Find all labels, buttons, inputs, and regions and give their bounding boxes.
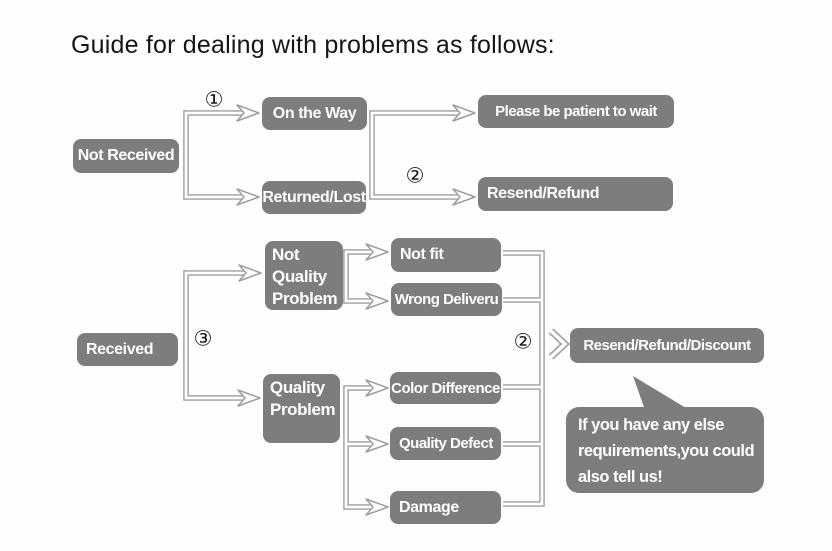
node-resend-refund: Resend/Refund	[478, 177, 673, 211]
node-not-quality-problem: Not Quality Problem	[265, 241, 343, 310]
arrowhead-to-please-wait	[452, 104, 476, 122]
arrowhead-to-not-quality-problem	[238, 264, 262, 282]
node-damage: Damage	[390, 491, 501, 524]
step-number-2-bottom: ②	[513, 330, 533, 354]
speech-bubble-tail	[633, 376, 686, 410]
bubble-line: also tell us!	[578, 468, 663, 486]
node-color-difference: Color Difference	[390, 372, 501, 404]
arrowhead-to-not-fit	[365, 243, 389, 261]
node-returned-lost: Returned/Lost	[262, 181, 366, 214]
arrowhead-to-on-the-way	[236, 104, 260, 122]
node-line: Problem	[272, 289, 338, 308]
node-line: Problem	[270, 400, 336, 419]
arrowhead-to-damage	[365, 498, 389, 516]
node-quality-defect: Quality Defect	[390, 427, 501, 460]
step-number-2-top: ②	[405, 164, 425, 188]
arrowhead-to-wrong-deliveru	[365, 292, 389, 310]
node-line: Quality	[270, 378, 325, 397]
node-line: Quality	[272, 267, 327, 286]
node-resend-refund-discount: Resend/Refund/Discount	[570, 328, 764, 363]
node-received: Received	[77, 333, 178, 366]
arrowhead-to-quality-defect	[365, 435, 389, 453]
node-please-wait: Please be patient to wait	[478, 95, 674, 128]
node-not-received: Not Received	[73, 139, 179, 173]
arrowhead-to-quality-problem	[237, 389, 261, 407]
speech-bubble: If you have any else requirements,you co…	[566, 407, 764, 493]
step-number-1: ①	[204, 88, 224, 112]
node-on-the-way: On the Way	[262, 97, 367, 130]
bubble-line: If you have any else	[578, 416, 724, 434]
node-quality-problem: Quality Problem	[263, 374, 340, 443]
arrowhead-to-color-difference	[365, 379, 389, 397]
node-not-fit: Not fit	[391, 238, 501, 272]
step-number-3: ③	[193, 327, 213, 351]
arrowhead-to-returned-lost	[236, 188, 260, 206]
node-wrong-deliveru: Wrong Deliveru	[391, 283, 502, 316]
chevron-right-icon-core	[549, 329, 568, 359]
page-title: Guide for dealing with problems as follo…	[71, 31, 555, 59]
bubble-line: requirements,you could	[578, 442, 755, 460]
node-line: Not	[272, 245, 300, 264]
arrowhead-to-resend-refund	[452, 188, 476, 206]
